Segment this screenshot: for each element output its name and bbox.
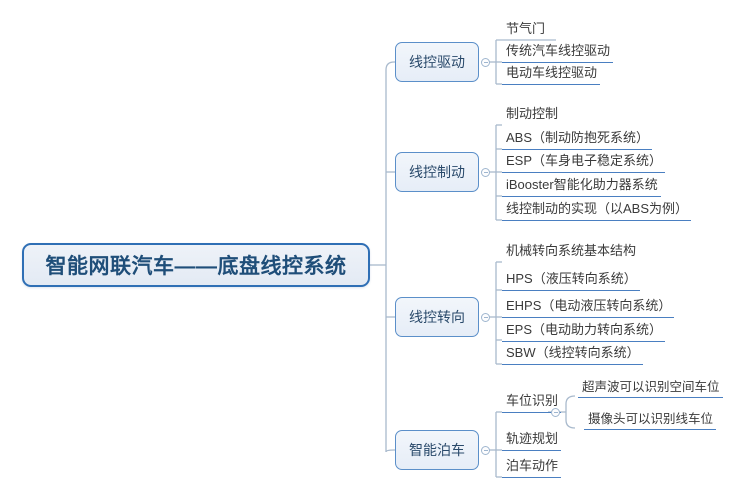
collapse-toggle-icon[interactable]: [481, 446, 490, 455]
branch-node-xiankongqudong[interactable]: 线控驱动: [395, 42, 479, 82]
subleaf-node[interactable]: 超声波可以识别空间车位: [578, 376, 723, 398]
branch-node-label: 线控驱动: [409, 54, 465, 70]
leaf-node-label: ESP（车身电子稳定系统）: [506, 152, 663, 168]
branch-node-xiankongzhidong[interactable]: 线控制动: [395, 152, 479, 192]
leaf-node[interactable]: ESP（车身电子稳定系统）: [502, 151, 666, 173]
leaf-node-label: 轨迹规划: [506, 430, 559, 446]
leaf-node[interactable]: iBooster智能化助力器系统: [502, 175, 661, 197]
leaf-node-label: EHPS（电动液压转向系统）: [506, 297, 672, 313]
leaf-node[interactable]: 传统汽车线控驱动: [502, 41, 614, 63]
branch-node-label: 智能泊车: [409, 442, 465, 458]
leaf-node-label: 机械转向系统基本结构: [506, 243, 637, 258]
leaf-node[interactable]: EPS（电动助力转向系统）: [502, 320, 666, 342]
leaf-node-label: EPS（电动助力转向系统）: [506, 321, 663, 337]
leaf-node-label: 线控制动的实现（以ABS为例）: [506, 200, 689, 216]
branch-node-zhinengboche[interactable]: 智能泊车: [395, 430, 479, 470]
leaf-node[interactable]: HPS（液压转向系统）: [502, 269, 640, 291]
root-node-label: 智能网联汽车——底盘线控系统: [45, 255, 347, 278]
subleaf-node[interactable]: 摄像头可以识别线车位: [584, 408, 717, 430]
leaf-node[interactable]: 轨迹规划: [502, 429, 562, 451]
collapse-toggle-icon[interactable]: [481, 168, 490, 177]
leaf-node-label: 传统汽车线控驱动: [506, 42, 611, 58]
subleaf-node-label: 超声波可以识别空间车位: [582, 380, 720, 394]
collapse-toggle-icon[interactable]: [551, 408, 560, 417]
leaf-node-label: 泊车动作: [506, 457, 559, 473]
collapse-toggle-icon[interactable]: [481, 58, 490, 67]
leaf-node[interactable]: 线控制动的实现（以ABS为例）: [502, 199, 692, 221]
leaf-node[interactable]: 制动控制: [502, 104, 561, 126]
subleaf-node-label: 摄像头可以识别线车位: [588, 412, 714, 426]
leaf-node-label: HPS（液压转向系统）: [506, 270, 637, 286]
leaf-node-label: 制动控制: [506, 106, 559, 121]
branch-node-label: 线控转向: [409, 309, 465, 325]
leaf-node[interactable]: 机械转向系统基本结构: [502, 241, 639, 263]
leaf-node-label: iBooster智能化助力器系统: [506, 176, 658, 192]
leaf-node-cheweishibie[interactable]: 车位识别: [502, 391, 562, 413]
leaf-node-label: ABS（制动防抱死系统）: [506, 129, 650, 145]
leaf-node[interactable]: SBW（线控转向系统）: [502, 343, 643, 365]
leaf-node[interactable]: ABS（制动防抱死系统）: [502, 128, 653, 150]
branch-node-xiankongzhuanxiang[interactable]: 线控转向: [395, 297, 479, 337]
leaf-node[interactable]: 泊车动作: [502, 456, 562, 478]
leaf-node[interactable]: 电动车线控驱动: [502, 63, 601, 85]
leaf-node-label: 车位识别: [506, 392, 559, 408]
leaf-node[interactable]: EHPS（电动液压转向系统）: [502, 296, 675, 318]
leaf-node-label: 节气门: [506, 21, 546, 36]
collapse-toggle-icon[interactable]: [481, 313, 490, 322]
branch-node-label: 线控制动: [409, 164, 465, 180]
leaf-node-label: 电动车线控驱动: [506, 64, 598, 80]
leaf-node-label: SBW（线控转向系统）: [506, 344, 640, 360]
root-node[interactable]: 智能网联汽车——底盘线控系统: [22, 243, 370, 287]
leaf-node[interactable]: 节气门: [502, 19, 548, 41]
